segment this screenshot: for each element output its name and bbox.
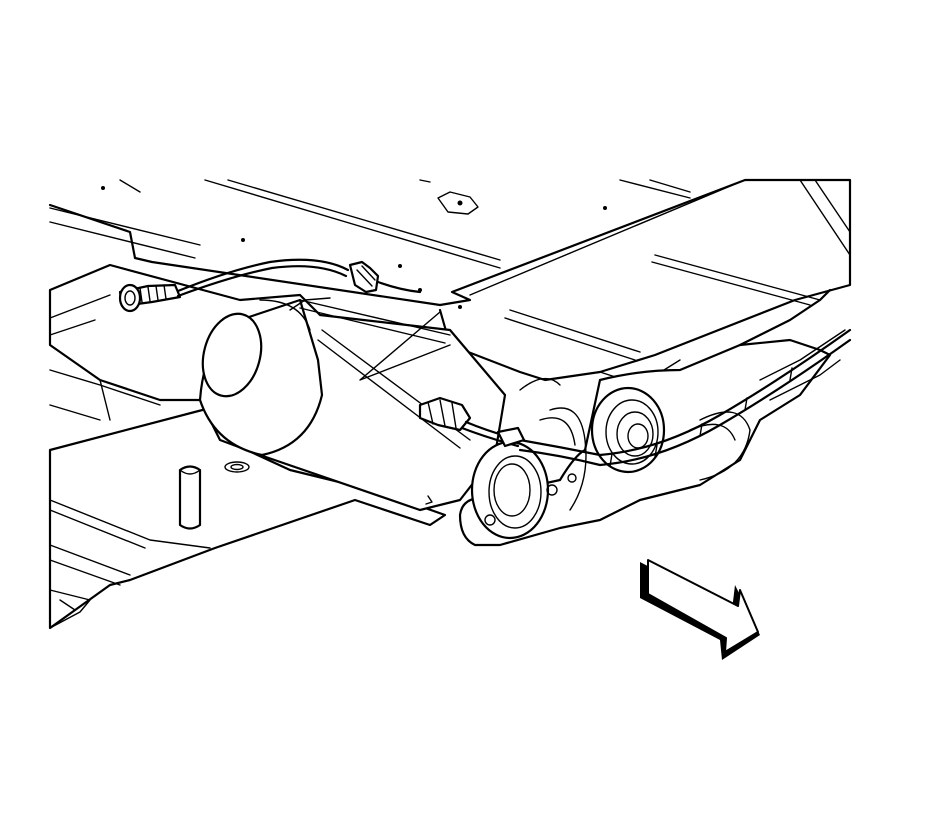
exhaust-manifold-flange	[458, 329, 846, 547]
front-direction-arrow-icon	[640, 559, 760, 660]
crossmember-bracket	[437, 191, 479, 215]
wire-connector	[348, 260, 526, 448]
oxygen-sensor	[118, 283, 182, 313]
sensor-wire-harness	[176, 258, 350, 298]
wiring-loom	[518, 288, 852, 467]
